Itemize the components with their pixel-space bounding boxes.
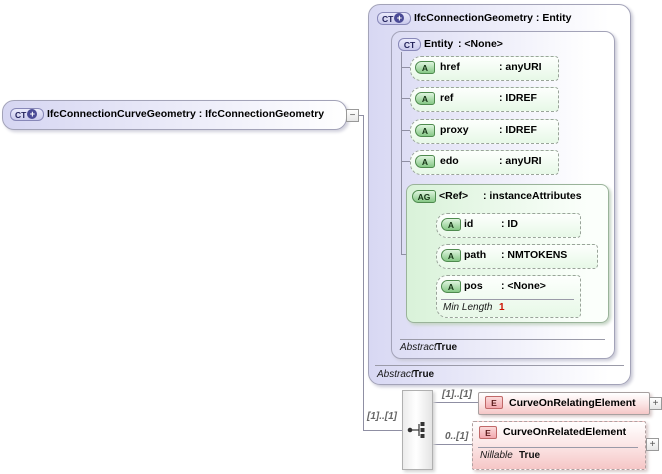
attribute-name: proxy [440,124,469,136]
plus-icon: + [394,13,405,23]
connector-line [359,115,363,116]
sequence-cardinality: [1]..[1] [367,411,397,422]
connector-line [401,98,410,99]
connector-line [401,130,410,131]
attribute-badge: A [415,124,435,137]
element-badge: E [485,396,503,409]
attribute-badge: A [415,61,435,74]
attribute-type: : <None> [501,280,546,292]
attribute-box-ref[interactable]: A ref : IDREF [410,87,559,112]
attribute-type: : IDREF [499,92,537,104]
attribute-name: edo [440,155,459,167]
sequence-icon [407,422,425,438]
element-name: CurveOnRelatedElement [503,426,627,438]
minlength-facet-value: 1 [499,302,505,313]
attribute-box-proxy[interactable]: A proxy : IDREF [410,119,559,144]
element-box-curveonrelatingelement[interactable]: E CurveOnRelatingElement [478,392,650,415]
attribute-type: : anyURI [499,61,542,73]
attribute-badge: A [441,280,461,293]
element-badge: E [479,426,497,439]
nillable-facet-value: True [519,450,541,461]
attribute-type: : ID [501,218,518,230]
entity-box[interactable]: CT Entity : <None> A href : anyURI A ref [391,31,615,359]
plus-icon: + [27,109,38,119]
attribute-type: : NMTOKENS [501,249,568,261]
abstract-facet-label: Abstract [400,342,437,353]
element-cardinality: [1]..[1] [442,389,472,400]
abstract-facet-value: True [413,369,435,380]
nillable-facet-label: Nillable [480,450,513,461]
connector-line [431,444,472,445]
ifcconnectiongeometry-title: IfcConnectionGeometry : Entity [414,12,572,24]
connector-line [431,402,478,403]
attribute-box-id[interactable]: A id : ID [436,213,581,238]
complextype-badge: CT+ [10,108,44,121]
complextype-badge: CT+ [377,12,411,25]
ifcconnectiongeometry-box[interactable]: CT+ IfcConnectionGeometry : Entity CT En… [368,4,631,385]
attribute-group-type: : instanceAttributes [483,190,582,202]
attribute-badge: A [441,249,461,262]
attribute-name: href [440,61,460,73]
facet-divider [400,339,605,340]
attribute-box-edo[interactable]: A edo : anyURI [410,150,559,175]
entity-type: : <None> [458,38,503,50]
attribute-name: ref [440,92,454,104]
facet-divider [375,365,624,366]
attribute-box-pos[interactable]: A pos : <None> Min Length 1 [436,275,581,318]
minlength-facet-label: Min Length [443,302,493,313]
collapse-toggle[interactable]: − [346,109,359,122]
entity-name: Entity [424,38,454,50]
source-complextype-box[interactable]: CT+ IfcConnectionCurveGeometry : IfcConn… [2,100,347,130]
abstract-facet-label: Abstract [377,369,414,380]
connector-line [401,161,410,162]
attribute-badge: A [441,218,461,231]
attribute-box-href[interactable]: A href : anyURI [410,56,559,81]
element-name: CurveOnRelatingElement [509,397,636,409]
expand-toggle[interactable]: + [646,438,659,451]
sequence-compositor-box[interactable] [402,390,433,470]
attribute-name: path [464,249,487,261]
connector-line [363,115,364,431]
connector-line [401,52,402,255]
element-cardinality: 0..[1] [445,431,469,442]
attribute-name: pos [464,280,483,292]
attribute-badge: A [415,155,435,168]
source-complextype-label: IfcConnectionCurveGeometry : IfcConnecti… [47,108,325,120]
abstract-facet-value: True [436,342,458,353]
expand-toggle[interactable]: + [649,397,662,410]
complextype-badge: CT [398,38,421,51]
attribute-type: : anyURI [499,155,542,167]
attribute-name: id [464,218,474,230]
facet-divider [478,447,638,448]
attribute-group-badge: AG [412,190,436,203]
connector-line [363,430,402,431]
attribute-type: : IDREF [499,124,537,136]
element-box-curveonrelatedelement[interactable]: E CurveOnRelatedElement Nillable True [472,421,646,470]
connector-line [401,67,410,68]
attribute-badge: A [415,92,435,105]
attribute-box-path[interactable]: A path : NMTOKENS [436,244,598,269]
complextype-badge-label: CT [382,14,394,24]
complextype-badge-label: CT [15,110,27,120]
attribute-group-name: <Ref> [439,190,469,202]
facet-divider [441,299,574,300]
attribute-group-box[interactable]: AG <Ref> : instanceAttributes A id : ID … [406,184,609,323]
